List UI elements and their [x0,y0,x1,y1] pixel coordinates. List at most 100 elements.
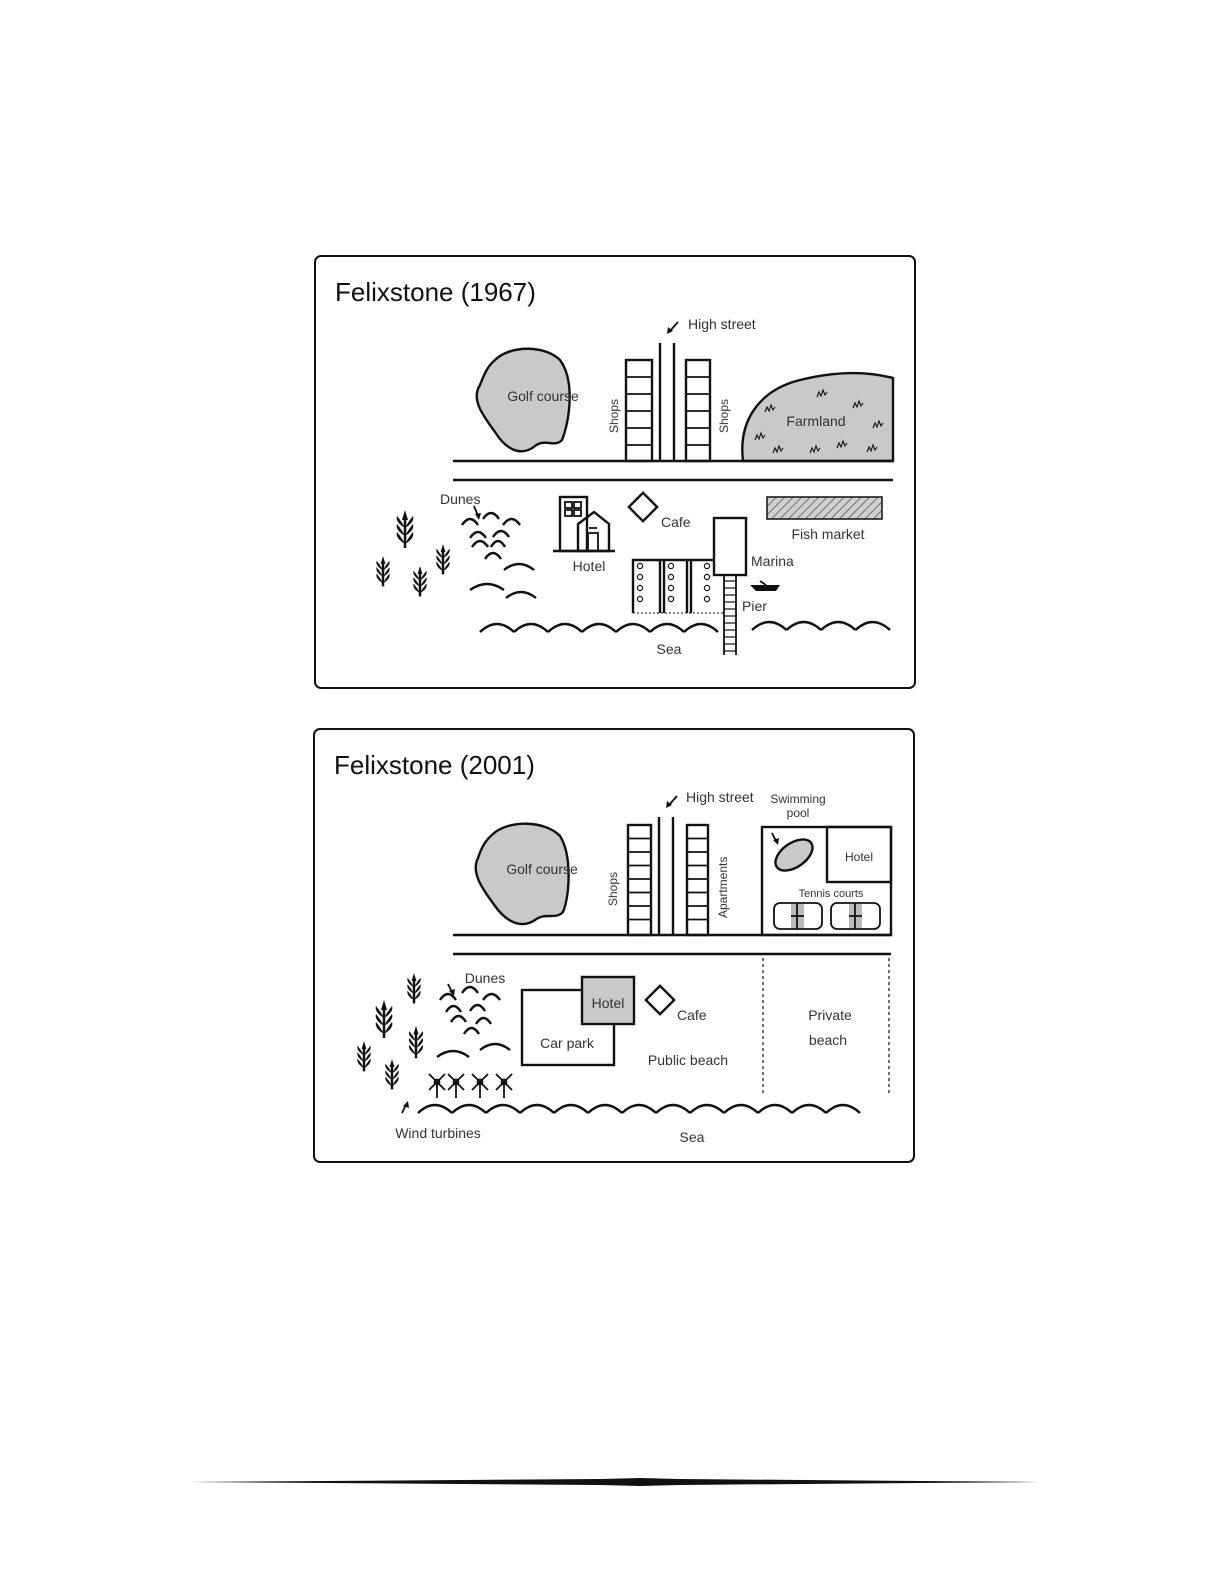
footer-rule [190,1478,1040,1486]
wave-mark [785,620,822,631]
beach-huts [631,558,724,614]
wind-turbines-arrow-icon [401,1101,409,1114]
dune-mark [462,1026,481,1035]
hotel-label: Hotel [592,995,625,1011]
dune-mark [484,551,502,560]
hut-window [703,584,711,592]
high-street-label: High street [686,789,754,805]
cafe-label: Cafe [661,514,691,530]
wave-mark [485,1103,521,1114]
wave-mark [581,622,617,633]
map-frame [314,255,916,689]
dune-mark [469,530,487,539]
tree-icon [396,510,414,548]
hut-window [667,595,675,603]
dune-mark [492,529,510,538]
dune-mark [461,517,479,526]
hotel-label: Hotel [573,558,606,574]
tree-icon [436,544,450,575]
grass-icon [872,419,884,429]
apartments-label: Apartments [716,857,730,918]
sea-label: Sea [657,641,682,657]
grass-icon [866,443,878,453]
pier-label: Pier [742,598,767,614]
wind-turbines-label: Wind turbines [395,1125,481,1141]
wave-mark [519,1103,555,1114]
dunes-arrow-icon [447,983,455,996]
pier [723,575,737,655]
farmland-area [741,371,895,463]
map-2001: Felixstone (2001) High street Shops Apar… [313,728,915,1163]
dune-mark [461,985,479,994]
wave-mark [417,1103,453,1114]
high-street-label: High street [688,316,756,332]
sea-waves [417,1103,861,1114]
tennis-court [773,902,823,930]
wave-mark [689,1103,725,1114]
dune-mark [482,992,501,1001]
grass-icon [836,439,848,449]
wave-mark [587,1103,623,1114]
map-title: Felixstone (2001) [334,750,535,780]
public-beach-label: Public beach [648,1052,728,1068]
tree-icon [413,566,427,597]
tennis-courts-label: Tennis courts [799,888,864,900]
tennis-court [830,902,881,930]
swimming-pool [774,838,814,872]
grass-icons [754,388,884,454]
dunes-arrow-icon [473,505,481,520]
car-park-area [520,988,616,1067]
dune-mark [468,1003,487,1012]
trees-area [376,510,450,597]
grass-icon [809,444,821,454]
hut-window [636,573,644,581]
dunes-area [461,511,537,599]
dune-mark [482,511,500,520]
grass-icon [772,444,784,454]
dune-mark [474,1016,493,1025]
pool-arrow-icon [771,832,779,845]
hut-window [667,584,675,592]
grass-icon [852,399,864,409]
private-beach-label: Private [808,1007,852,1023]
cafe-icon [644,984,676,1016]
hut-window [667,562,675,570]
private-beach-label: beach [809,1032,847,1048]
wave-mark [547,622,583,633]
marina-building [712,516,748,577]
boat-icon [750,580,780,591]
tree-icon [385,1059,399,1090]
wind-turbine-icon [428,1073,446,1098]
farmland-label: Farmland [786,413,845,429]
wave-mark [825,1103,861,1114]
wave-mark [723,1103,759,1114]
wave-mark [615,622,651,633]
dune-mark [479,1042,511,1051]
fish-market-label: Fish market [791,526,864,542]
golf-course-label: Golf course [506,861,578,877]
car-park-label: Car park [540,1035,595,1051]
map-title: Felixstone (1967) [335,277,536,307]
tree-icon [408,1026,424,1059]
wave-mark [621,1103,657,1114]
wave-mark [854,620,891,631]
hut-window [703,595,711,603]
sea-label: Sea [680,1129,705,1145]
dune-mark [471,539,489,548]
wave-mark [655,1103,691,1114]
wave-mark [451,1103,487,1114]
tree-icon [375,1000,393,1038]
wave-mark [820,620,857,631]
wave-mark [751,620,788,631]
wave-mark [683,622,719,633]
wind-turbine-icon [471,1073,489,1098]
wave-mark [791,1103,827,1114]
dune-mark [469,582,505,591]
hut-window [636,595,644,603]
dunes-label: Dunes [465,970,505,986]
hotel-label: Hotel [845,850,873,864]
swimming-pool-label: pool [787,806,810,820]
wind-turbine-icon [495,1073,513,1098]
tree-icon [357,1041,371,1072]
sea-waves [479,620,891,633]
